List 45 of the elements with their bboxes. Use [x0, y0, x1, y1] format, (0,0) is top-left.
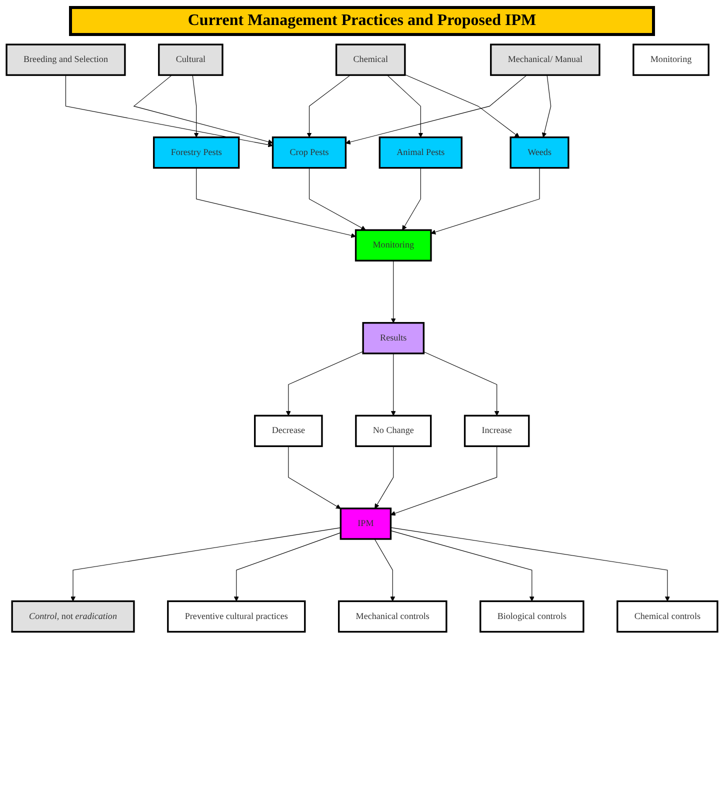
node-box: Forestry Pests — [153, 136, 240, 169]
arrow — [542, 74, 552, 138]
arrow — [423, 351, 500, 416]
node-box: IPM — [340, 508, 392, 540]
arrow — [70, 527, 341, 602]
arrow — [404, 74, 520, 138]
arrow — [65, 74, 274, 148]
arrow — [402, 168, 421, 230]
node-box: Chemical controls — [616, 600, 718, 633]
node-box: Mechanical controls — [338, 600, 448, 633]
arrow — [306, 74, 351, 138]
arrow — [374, 446, 394, 509]
node-box: Control, not eradication — [11, 600, 135, 633]
node-box: Preventive cultural practices — [167, 600, 306, 633]
node-box: Mechanical/ Manual — [490, 44, 600, 76]
arrow — [286, 351, 364, 416]
node-box: Increase — [464, 414, 530, 448]
arrow — [390, 530, 534, 602]
arrow — [386, 74, 424, 138]
node-box: Decrease — [254, 414, 323, 448]
node-box: Weeds — [510, 136, 570, 169]
node-box: Biological controls — [480, 600, 584, 633]
arrow — [192, 74, 199, 138]
arrow — [234, 532, 341, 602]
node-box: No Change — [355, 414, 432, 448]
arrow — [374, 538, 396, 602]
node-box: Chemical — [335, 44, 406, 76]
arrow — [390, 446, 498, 516]
node-box: Breeding and Selection — [6, 44, 126, 76]
title-banner: Current Management Practices and Proposed IPM — [69, 6, 655, 36]
arrow — [133, 74, 274, 144]
arrow — [430, 168, 540, 234]
node-box: Cultural — [158, 44, 224, 76]
arrow — [346, 74, 528, 144]
arrow — [390, 527, 670, 602]
arrow — [390, 353, 396, 416]
node-box: Monitoring — [354, 229, 432, 262]
node-box: Animal Pests — [378, 136, 462, 169]
node-box: Crop Pests — [272, 136, 347, 169]
arrow — [390, 260, 396, 324]
arrow — [308, 168, 366, 230]
arrow — [288, 446, 341, 509]
node-box: Monitoring — [632, 44, 710, 76]
arrow — [196, 168, 356, 238]
node-box: Results — [362, 322, 425, 354]
